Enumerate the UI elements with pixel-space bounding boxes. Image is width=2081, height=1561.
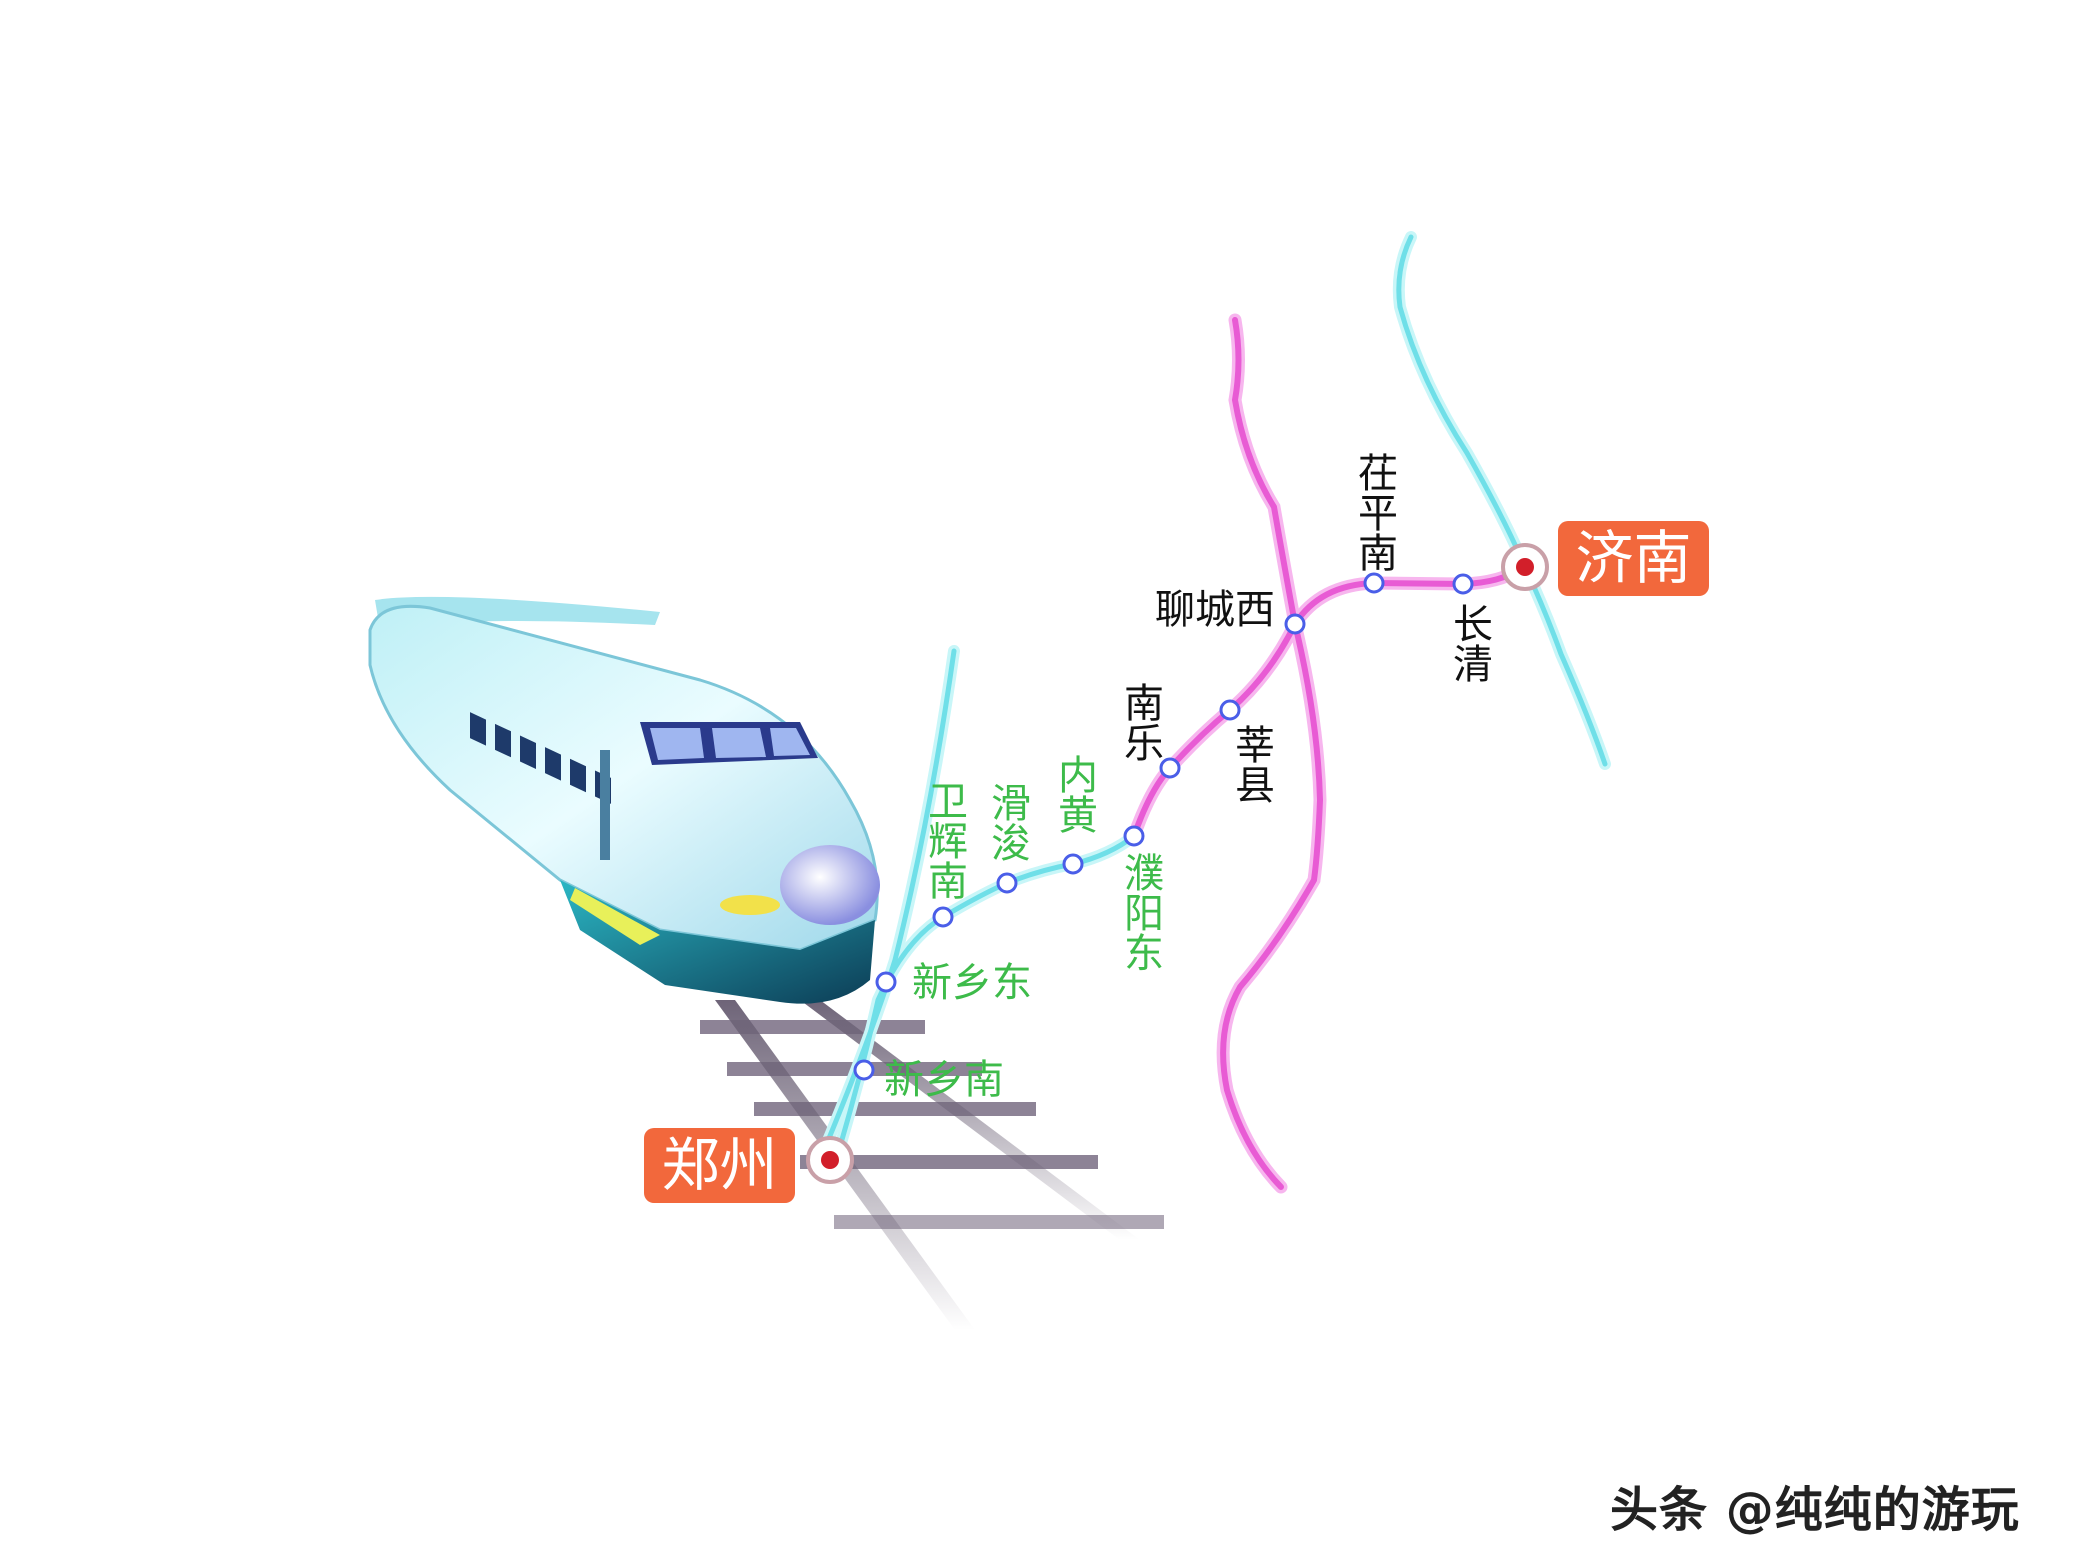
station-node-liaochengxi bbox=[1284, 613, 1306, 635]
watermark: 头条 @纯纯的游玩 bbox=[1610, 1482, 2020, 1538]
track-rail bbox=[800, 1000, 1140, 1240]
station-node-shenxian bbox=[1219, 699, 1241, 721]
terminal-marker-zhengzhou bbox=[806, 1136, 854, 1184]
station-label-puyangdong: 濮阳东 bbox=[1117, 852, 1163, 972]
station-node-neihuang bbox=[1062, 853, 1084, 875]
station-node-xinxiangdong bbox=[875, 971, 897, 993]
station-label-nanle: 南乐 bbox=[1117, 682, 1163, 762]
station-node-changqing bbox=[1452, 573, 1474, 595]
station-node-xinxiangnan bbox=[853, 1059, 875, 1081]
city-label-jinan: 济南 bbox=[1558, 521, 1709, 596]
cyan-railway-lines bbox=[814, 231, 1611, 1166]
track-sleeper bbox=[834, 1215, 1164, 1229]
station-node-nanle bbox=[1159, 757, 1181, 779]
station-node-weihuinan bbox=[932, 906, 954, 928]
city-label-zhengzhou: 郑州 bbox=[644, 1128, 795, 1203]
station-node-chipingnan bbox=[1363, 572, 1385, 594]
high-speed-train-illustration bbox=[368, 596, 880, 1004]
terminal-marker-jinan bbox=[1501, 543, 1549, 591]
station-label-xinxiangdong: 新乡东 bbox=[912, 960, 1032, 1006]
station-label-changqing: 长清 bbox=[1446, 603, 1492, 683]
station-label-liaochengxi: 聊城西 bbox=[1155, 587, 1275, 633]
station-node-puyangdong bbox=[1123, 825, 1145, 847]
station-label-xinxiangnan: 新乡南 bbox=[884, 1057, 1004, 1103]
station-label-shenxian: 莘县 bbox=[1228, 724, 1274, 804]
station-label-huajun: 滑浚 bbox=[984, 782, 1030, 862]
station-label-neihuang: 内黄 bbox=[1051, 754, 1097, 834]
station-node-huajun bbox=[996, 872, 1018, 894]
station-label-chipingnan: 茌平南 bbox=[1351, 452, 1397, 572]
station-nodes bbox=[853, 572, 1474, 1081]
station-label-weihuinan: 卫辉南 bbox=[921, 780, 967, 900]
